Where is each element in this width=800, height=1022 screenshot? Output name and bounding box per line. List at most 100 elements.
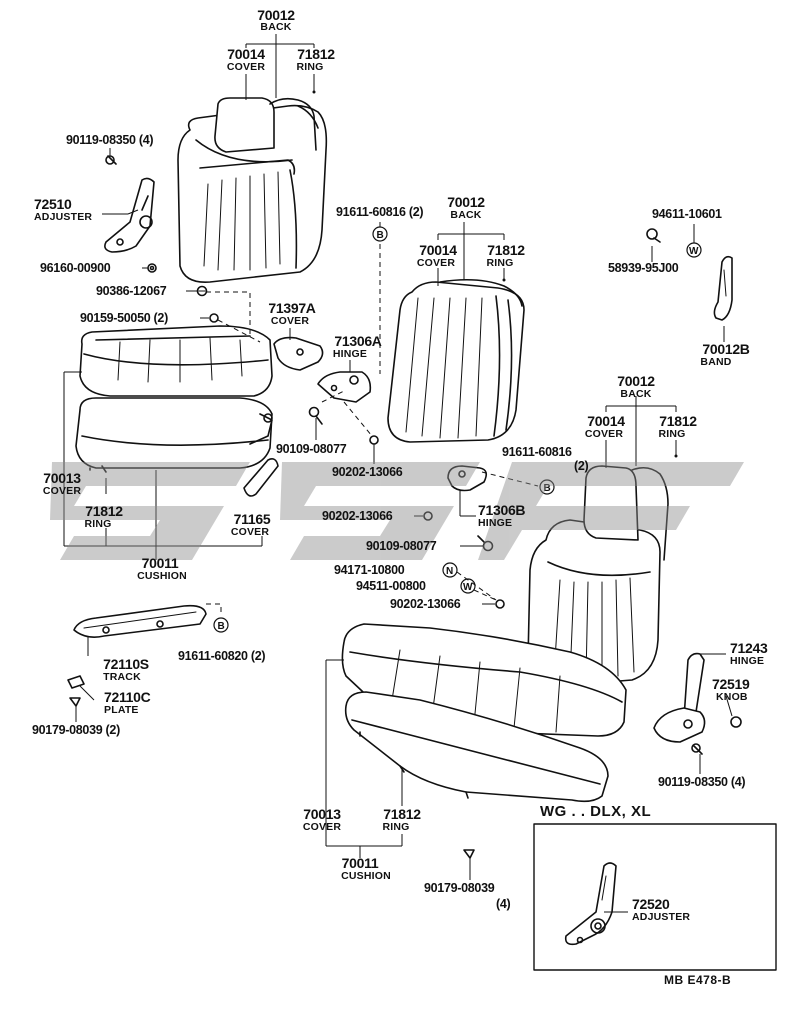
part-number-71812: 71812 <box>85 503 123 519</box>
quantity: (4) <box>496 897 511 911</box>
plate-72110c <box>67 675 85 689</box>
part-number-70011: 70011 <box>141 555 179 571</box>
part-name-cover: COVER <box>230 526 270 538</box>
part-number-72110s: 72110S <box>103 656 149 672</box>
part-name-cover: COVER <box>270 315 310 327</box>
marker-b-right: B <box>539 479 555 495</box>
part-name-cover: COVER <box>226 61 266 73</box>
part-number-90109: 90109-08077 <box>276 442 347 456</box>
ring-71812-left <box>101 465 107 473</box>
part-number-58939: 58939-95J00 <box>608 261 679 275</box>
part-number-91611: 91611-60816 <box>502 445 572 459</box>
svg-text:B: B <box>377 230 384 241</box>
part-name-ring: RING <box>382 821 410 833</box>
part-number-72519: 72519 <box>712 676 750 692</box>
part-number-70014: 70014 <box>227 46 265 62</box>
part-number-90179: 90179-08039 <box>424 881 495 895</box>
part-name-ring: RING <box>84 518 112 530</box>
part-name-knob: KNOB <box>716 691 748 703</box>
bolt-90119-a <box>105 155 117 165</box>
seat-cover-71165 <box>243 458 279 497</box>
part-number-71812: 71812 <box>297 46 335 62</box>
hinge-71243 <box>653 652 706 743</box>
part-number-90119: 90119-08350 (4) <box>66 133 154 147</box>
nut-90202-b <box>423 511 433 521</box>
part-number-94171: 94171-10800 <box>334 563 405 577</box>
bolt-90179-a <box>69 697 81 707</box>
svg-text:W: W <box>689 246 699 257</box>
part-number-71306b: 71306B <box>478 502 526 518</box>
part-name-ring: RING <box>296 61 324 73</box>
nut-90202-a <box>369 435 379 445</box>
part-number-90386: 90386-12067 <box>96 284 167 298</box>
part-name-track: TRACK <box>103 671 141 683</box>
svg-text:B: B <box>544 483 551 494</box>
svg-text:N: N <box>446 566 453 577</box>
part-number-90202: 90202-13066 <box>322 509 393 523</box>
part-name-hinge: HINGE <box>730 655 765 667</box>
part-number-70014: 70014 <box>587 413 625 429</box>
part-number-91611: 91611-60816 (2) <box>336 205 424 219</box>
part-name-cover: COVER <box>42 485 82 497</box>
quantity: (2) <box>574 459 589 473</box>
marker-b-low: B <box>213 617 229 633</box>
adjuster-72510 <box>104 177 155 253</box>
part-name-back: BACK <box>620 388 652 400</box>
part-number-70012: 70012 <box>257 7 295 23</box>
svg-text:B: B <box>218 621 225 632</box>
part-number-90202: 90202-13066 <box>332 465 403 479</box>
bolt-90109-b <box>477 535 494 552</box>
part-number-96160: 96160-00900 <box>40 261 111 275</box>
part-name-ring: RING <box>658 428 686 440</box>
part-number-90202: 90202-13066 <box>390 597 461 611</box>
nut-90202-c <box>495 599 505 609</box>
part-number-90179: 90179-08039 (2) <box>32 723 120 737</box>
part-name-cover: COVER <box>302 821 342 833</box>
part-number-70013: 70013 <box>43 470 81 486</box>
svg-text:W: W <box>463 582 473 593</box>
part-number-72520: 72520 <box>632 896 670 912</box>
inset-box <box>533 823 777 971</box>
knob-72519 <box>730 716 742 728</box>
marker-w-mid: W <box>460 578 476 594</box>
seat-back-right <box>527 465 669 687</box>
ring-71812-low <box>399 765 405 773</box>
track-72110s <box>73 604 207 638</box>
seat-back-left <box>177 97 328 283</box>
part-number-71306a: 71306A <box>334 333 382 349</box>
part-name-cover: COVER <box>584 428 624 440</box>
marker-w-top: W <box>686 242 702 258</box>
hinge-71306a <box>317 371 372 403</box>
part-number-70014: 70014 <box>419 242 457 258</box>
part-number-70013: 70013 <box>303 806 341 822</box>
part-number-71812: 71812 <box>659 413 697 429</box>
part-number-70012: 70012 <box>617 373 655 389</box>
part-number-94511: 94511-00800 <box>356 579 426 593</box>
part-name-hinge: HINGE <box>478 517 513 529</box>
part-number-71165: 71165 <box>233 511 271 527</box>
part-name-back: BACK <box>260 21 292 33</box>
screw-90159 <box>209 313 219 323</box>
part-name-cushion: CUSHION <box>341 870 391 882</box>
part-number-71397a: 71397A <box>268 300 316 316</box>
seat-back-middle <box>387 278 525 443</box>
hinge-left <box>249 413 273 445</box>
part-number-72110c: 72110C <box>104 689 151 705</box>
part-name-band: BAND <box>700 356 732 368</box>
bolt-90109-a <box>308 406 323 425</box>
part-name-plate: PLATE <box>104 704 139 716</box>
part-name-hinge: HINGE <box>332 348 368 360</box>
inset-title: WG . . DLX, XL <box>540 803 652 820</box>
bolt-90179-b <box>463 849 475 859</box>
nut-96160 <box>147 263 157 273</box>
part-number-94611: 94611-10601 <box>652 207 722 221</box>
screw-58939 <box>646 228 661 243</box>
part-number-90119: 90119-08350 (4) <box>658 775 746 789</box>
part-name-adjuster: ADJUSTER <box>34 211 93 223</box>
leader-lines <box>63 34 733 913</box>
bench-cushion-lower <box>341 623 627 803</box>
part-name-ring: RING <box>486 257 514 269</box>
seat-cushion-left <box>75 325 273 471</box>
band-70012b <box>713 255 733 321</box>
part-number-90109: 90109-08077 <box>366 539 437 553</box>
